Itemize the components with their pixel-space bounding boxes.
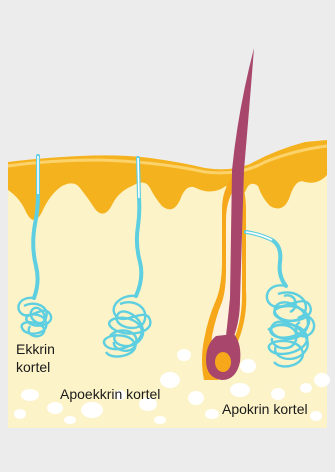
- eccrine-label-line2: kortel: [16, 359, 76, 377]
- apoeccrine-duct-lumen: [138, 158, 139, 198]
- eccrine-gland-label: Ekkrin kortel: [16, 341, 76, 376]
- apocrine-gland-label: Apokrin kortel: [222, 401, 308, 419]
- eccrine-label-line1: Ekkrin: [16, 341, 76, 359]
- apoeccrine-gland-label: Apoekkrin kortel: [60, 386, 160, 404]
- dermal-papilla: [215, 352, 231, 372]
